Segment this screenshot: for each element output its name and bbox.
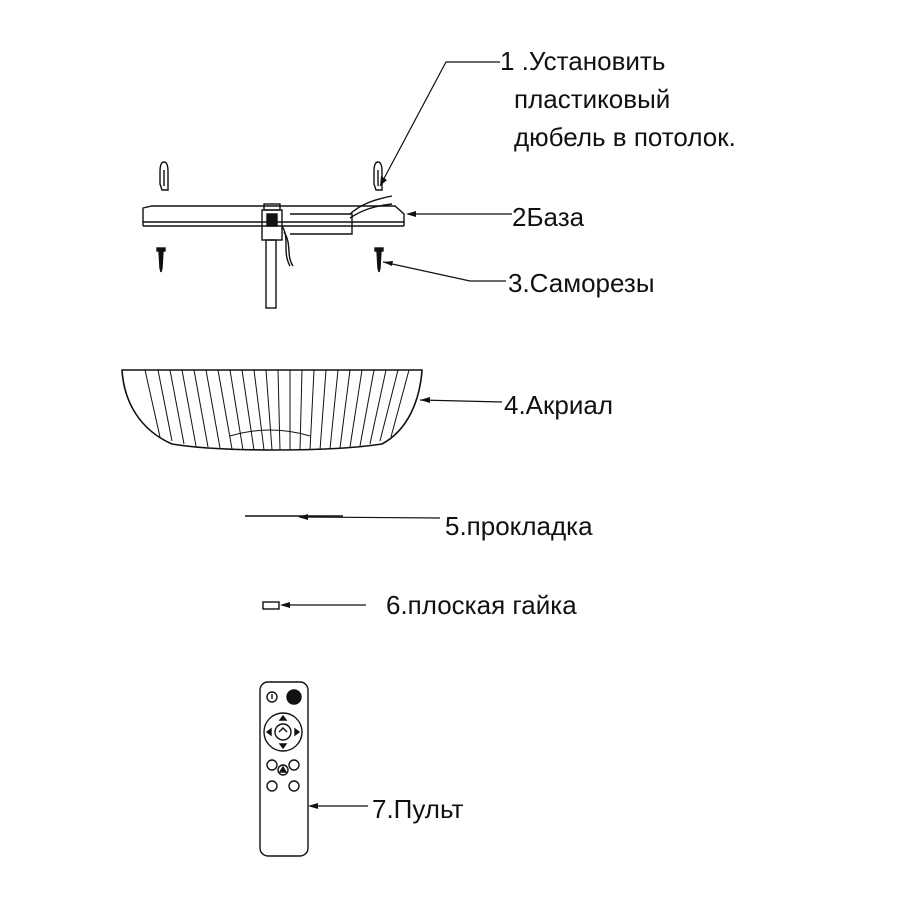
callout-6-label: 6.плоская гайка: [386, 590, 577, 620]
dowel-right-icon: [373, 161, 383, 191]
flat-nut-icon: [262, 601, 280, 610]
leader-1: [379, 61, 500, 187]
callout-7-label: 7.Пульт: [372, 794, 464, 824]
callout-3-label: 3.Саморезы: [508, 268, 655, 298]
acrylic-shade: [121, 369, 423, 451]
leader-4: [419, 399, 503, 403]
screw-right-icon: [374, 247, 384, 273]
base-plate: [142, 195, 405, 309]
callout-4-label: 4.Акриал: [504, 390, 614, 420]
callout-1-line-3: дюбель в потолок.: [514, 122, 736, 152]
screw-left-icon: [156, 247, 166, 273]
leader-lines: [280, 61, 512, 809]
callout-1-line-1: 1 .Установить: [500, 46, 666, 76]
leader-5: [299, 516, 441, 519]
callout-2-label: 2База: [512, 202, 585, 232]
callout-5-label: 5.прокладка: [445, 511, 593, 541]
leader-3: [382, 261, 506, 282]
dowel-left-icon: [159, 161, 169, 191]
remote-control-icon: [259, 681, 309, 857]
callout-1-line-2: пластиковый: [514, 84, 671, 114]
callout-1-label: 1 .Установить пластиковый дюбель в потол…: [500, 44, 736, 152]
